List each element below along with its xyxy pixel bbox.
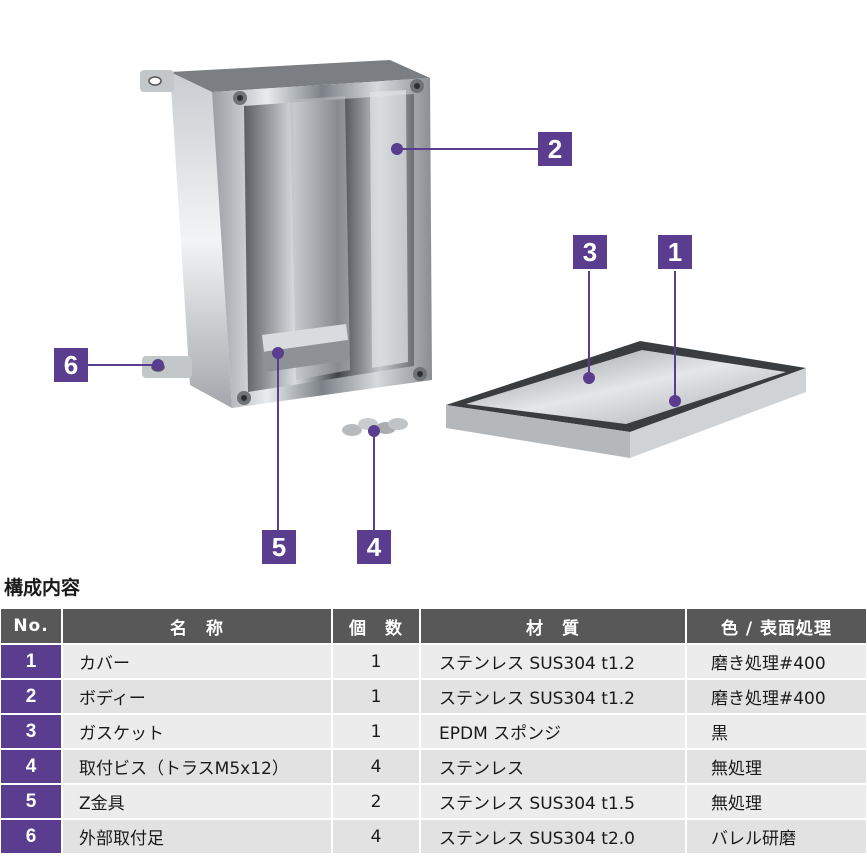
row-finish: 磨き処理#400 xyxy=(686,643,866,679)
screws xyxy=(342,418,408,436)
leader-lines xyxy=(88,143,681,530)
row-material: EPDM スポンジ xyxy=(420,713,687,749)
body-box xyxy=(140,60,432,408)
callout-4: 4 xyxy=(357,530,391,564)
table-row: 1 カバー 1 ステンレス SUS304 t1.2 磨き処理#400 xyxy=(1,643,866,679)
row-finish: バレル研磨 xyxy=(686,818,866,853)
row-no: 4 xyxy=(1,748,63,784)
row-qty: 2 xyxy=(332,783,421,819)
row-material: ステンレス SUS304 t1.2 xyxy=(420,643,687,679)
stainless-box-diagram xyxy=(88,60,806,530)
row-qty: 1 xyxy=(332,713,421,749)
row-name: Z金具 xyxy=(62,783,333,819)
row-qty: 1 xyxy=(332,678,421,714)
callout-5: 5 xyxy=(262,530,296,564)
row-material: ステンレス SUS304 t1.5 xyxy=(420,783,687,819)
row-name: 外部取付足 xyxy=(62,818,333,853)
mounting-foot-top xyxy=(140,70,174,92)
callout-3: 3 xyxy=(573,235,607,269)
row-name: 取付ビス（トラスM5x12） xyxy=(62,748,333,784)
callout-2: 2 xyxy=(538,132,572,166)
row-finish: 無処理 xyxy=(686,748,866,784)
row-qty: 1 xyxy=(332,643,421,679)
product-illustration: 2 3 1 6 5 4 xyxy=(54,60,806,564)
mounting-foot-bottom xyxy=(142,356,192,378)
table-row: 5 Z金具 2 ステンレス SUS304 t1.5 無処理 xyxy=(1,783,866,819)
callout-1: 1 xyxy=(658,235,692,269)
row-qty: 4 xyxy=(332,748,421,784)
header-material: 材 質 xyxy=(420,609,687,644)
table-header-row: No. 名 称 個 数 材 質 色 / 表面処理 xyxy=(1,609,866,644)
row-no: 2 xyxy=(1,678,63,714)
callout-6: 6 xyxy=(54,348,88,382)
row-finish: 無処理 xyxy=(686,783,866,819)
row-no: 3 xyxy=(1,713,63,749)
row-material: ステンレス SUS304 t1.2 xyxy=(420,678,687,714)
row-material: ステンレス SUS304 t2.0 xyxy=(420,818,687,853)
row-no: 5 xyxy=(1,783,63,819)
row-no: 6 xyxy=(1,818,63,853)
row-no: 1 xyxy=(1,643,63,679)
row-name: カバー xyxy=(62,643,333,679)
cover-tray xyxy=(446,341,806,458)
row-material: ステンレス xyxy=(420,748,687,784)
table-row: 4 取付ビス（トラスM5x12） 4 ステンレス 無処理 xyxy=(1,748,866,784)
row-qty: 4 xyxy=(332,818,421,853)
section-title: 構成内容 xyxy=(4,577,81,599)
row-finish: 黒 xyxy=(686,713,866,749)
header-finish: 色 / 表面処理 xyxy=(686,609,866,644)
components-table: No. 名 称 個 数 材 質 色 / 表面処理 1 カバー 1 ステンレス S… xyxy=(1,609,866,853)
header-qty: 個 数 xyxy=(332,609,421,644)
table-row: 3 ガスケット 1 EPDM スポンジ 黒 xyxy=(1,713,866,749)
table-row: 6 外部取付足 4 ステンレス SUS304 t2.0 バレル研磨 xyxy=(1,818,866,853)
header-no: No. xyxy=(1,609,63,644)
row-name: ガスケット xyxy=(62,713,333,749)
table-row: 2 ボディー 1 ステンレス SUS304 t1.2 磨き処理#400 xyxy=(1,678,866,714)
row-finish: 磨き処理#400 xyxy=(686,678,866,714)
header-name: 名 称 xyxy=(62,609,333,644)
row-name: ボディー xyxy=(62,678,333,714)
